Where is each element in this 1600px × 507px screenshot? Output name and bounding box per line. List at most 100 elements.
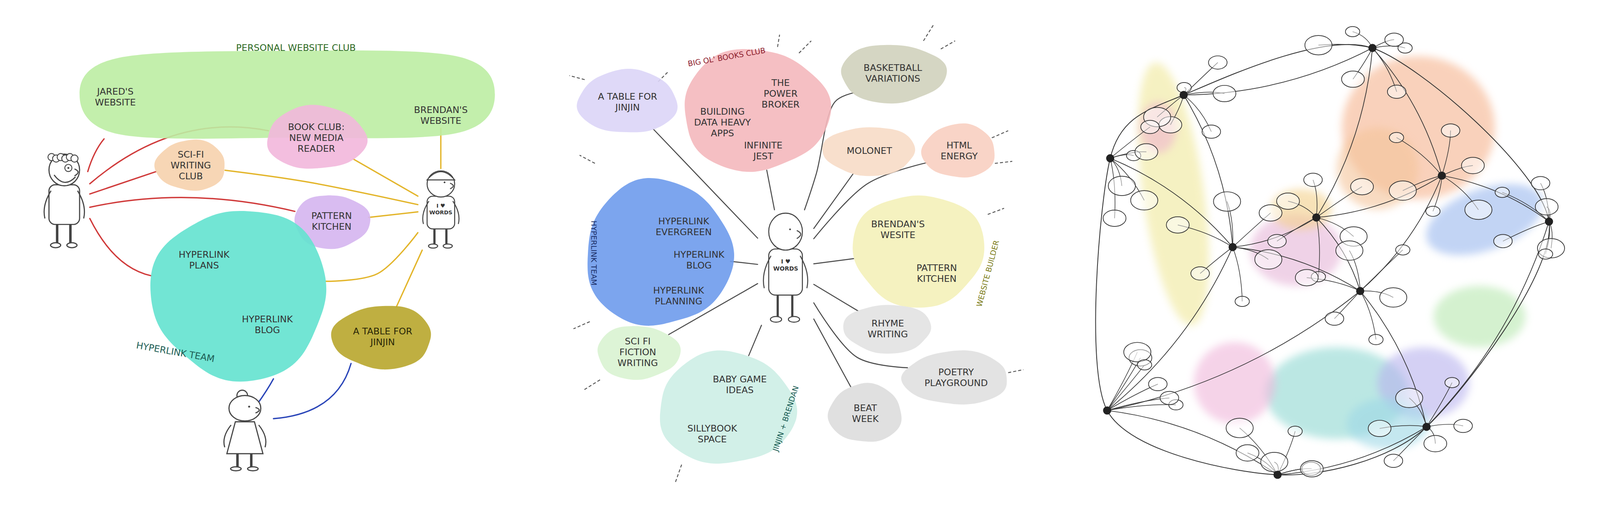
- network-member: [1212, 85, 1236, 102]
- network-member: [1384, 453, 1403, 468]
- network-member: [1137, 359, 1152, 370]
- network-member: [1385, 32, 1404, 47]
- network-link: [1372, 47, 1443, 176]
- node-label: I ♥ WORDS: [428, 202, 454, 216]
- text-block: SCI FI FICTION WRITING: [610, 335, 665, 369]
- network-spoke: [1372, 47, 1397, 92]
- text-block: INFINITE JEST: [736, 140, 791, 162]
- topic-text: BABY GAME IDEAS: [706, 371, 773, 398]
- blob-fill: [267, 104, 368, 169]
- network-member: [1130, 190, 1158, 210]
- network-member: [1135, 143, 1158, 160]
- network-member: [1445, 377, 1460, 388]
- network-member: [1226, 417, 1254, 438]
- network-link: [1360, 290, 1427, 427]
- member-line: [257, 378, 274, 405]
- node-label: HYPERLINK PLANS: [175, 249, 234, 271]
- node-label: I ♥ WORDS: [771, 257, 801, 273]
- topic-text: BRENDAN'S WEBSITE: [405, 102, 477, 129]
- text-block: BASKETBALL VARIATIONS: [857, 62, 929, 85]
- network-member: [1208, 55, 1228, 70]
- dash: [579, 155, 595, 164]
- group-blob: JINJIN + BRENDANBABY GAME IDEASSILLYBOOK…: [655, 349, 798, 468]
- node-shape: [849, 191, 988, 309]
- network-spoke: [1360, 249, 1403, 291]
- network-hub: [1228, 242, 1238, 252]
- dash: [923, 24, 934, 41]
- network-member: [1453, 419, 1473, 433]
- node-label: PATTERN KITCHEN: [909, 262, 964, 285]
- color-wash: [1416, 169, 1553, 270]
- member-connector: [396, 250, 423, 307]
- group-blob: HYPERLINK TEAMHYPERLINK EVERGREENHYPERLI…: [581, 176, 735, 330]
- figure-foot: [770, 316, 782, 323]
- network-link: [1107, 290, 1360, 411]
- node-label: BEAT WEEK: [846, 402, 885, 425]
- blob-fill: [921, 123, 995, 178]
- network-member: [1259, 204, 1283, 221]
- node-label: HYPERLINK BLOG: [238, 313, 297, 336]
- node-label: SCI-FI WRITING CLUB: [167, 149, 214, 182]
- network-member: [1395, 244, 1410, 255]
- topic-blob: SCI-FI WRITING CLUB: [154, 138, 228, 192]
- figure-foot: [66, 242, 77, 248]
- node-label: PATTERN KITCHEN: [306, 210, 357, 233]
- dash: [573, 321, 590, 329]
- topic-text: PATTERN KITCHEN: [907, 260, 966, 287]
- network-member: [1368, 334, 1383, 345]
- network-spoke: [1107, 364, 1145, 410]
- text-block: A TABLE FOR JINJIN: [594, 91, 661, 113]
- figure-legs: [777, 292, 793, 317]
- figure-glasses: [65, 164, 73, 172]
- node-label: A TABLE FOR JINJIN: [349, 325, 416, 348]
- person-figure: [422, 170, 459, 248]
- node-shape: [417, 168, 464, 250]
- text-block: SILLYBOOK SPACE: [680, 422, 744, 445]
- text-block: JARED'S WEBSITE: [84, 86, 147, 108]
- network-link: [1183, 95, 1233, 248]
- figure-foot: [788, 316, 800, 323]
- network-member: [1267, 234, 1287, 248]
- network-member: [1303, 172, 1323, 187]
- person-node: I ♥ WORDS: [757, 209, 814, 325]
- topic-text: JARED'S WEBSITE: [82, 84, 149, 110]
- network-member: [1461, 157, 1485, 174]
- node-label: INFINITE JEST: [736, 140, 791, 162]
- figure-foot: [428, 243, 438, 248]
- network-spoke: [1360, 290, 1376, 340]
- figure-head: [229, 395, 261, 421]
- group-heading: HYPERLINK TEAM: [588, 220, 600, 286]
- topic-blob: RHYME WRITING: [841, 302, 934, 354]
- text-block: POETRY PLAYGROUND: [920, 366, 992, 389]
- topic-blob: A TABLE FOR JINJIN: [330, 303, 435, 370]
- blob-fill: [331, 305, 432, 370]
- topic-blob: A TABLE FOR JINJIN: [575, 68, 680, 135]
- member-connector: [730, 261, 758, 265]
- network-member: [1389, 132, 1404, 143]
- node-label: POETRY PLAYGROUND: [920, 366, 992, 389]
- network-member: [1350, 178, 1374, 195]
- node-label: SCI FI FICTION WRITING: [610, 335, 665, 369]
- network-spoke: [1426, 382, 1453, 427]
- network-member: [1236, 444, 1260, 461]
- node-label: BOOK CLUB: NEW MEDIA READER: [282, 121, 350, 155]
- text-block: BEAT WEEK: [846, 402, 885, 425]
- text-block: HYPERLINK PLANS: [175, 249, 234, 271]
- text-block: BABY GAME IDEAS: [708, 373, 771, 396]
- network-member: [1254, 249, 1282, 270]
- figure-nose: [450, 182, 454, 189]
- network-member: [1495, 187, 1510, 198]
- figure-foot: [247, 466, 258, 471]
- figure-arms: [223, 424, 266, 447]
- text-block: I ♥ WORDS: [428, 202, 454, 216]
- person-node: I ♥ WORDS: [417, 168, 464, 250]
- network-member: [1387, 85, 1407, 99]
- node-label: BABY GAME IDEAS: [708, 373, 771, 396]
- figure-eye: [248, 405, 251, 408]
- dash: [987, 208, 1005, 215]
- text-block: THE POWER BROKER: [759, 77, 802, 110]
- topic-blob: MOLONET: [820, 125, 918, 177]
- text-block: PATTERN KITCHEN: [909, 262, 964, 285]
- color-wash: [1193, 341, 1276, 424]
- network-member: [1535, 198, 1559, 215]
